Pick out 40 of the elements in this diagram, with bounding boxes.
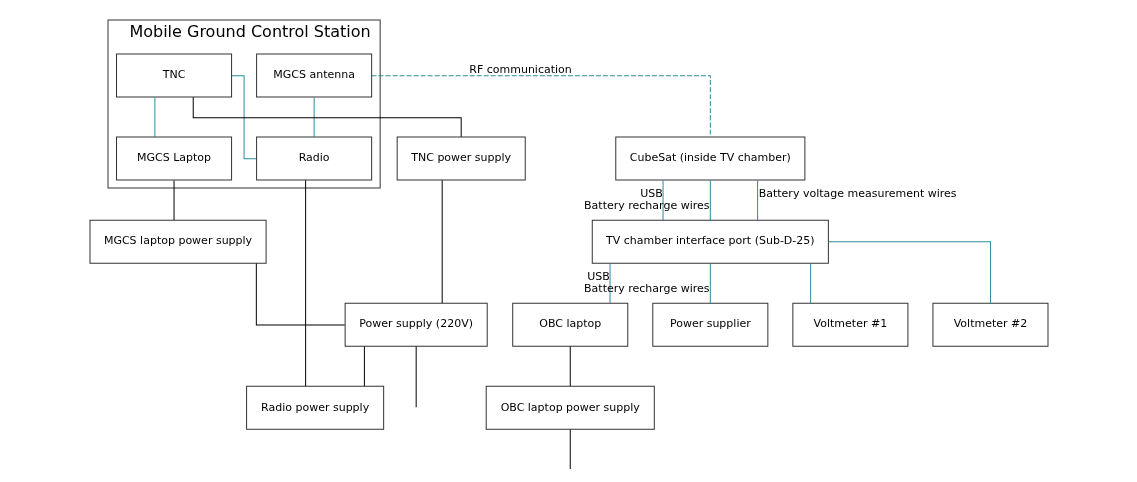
node-box: TNC — [115, 53, 232, 98]
node-box: OBC laptop power supply — [485, 385, 655, 430]
node-box: TV chamber interface port (Sub-D-25) — [591, 219, 829, 264]
node-box: MGCS antenna — [255, 53, 372, 98]
connector — [370, 75, 711, 138]
connector — [709, 262, 711, 304]
connector — [569, 346, 571, 387]
node-box: MGCS laptop power supply — [89, 219, 267, 264]
connector — [441, 179, 443, 304]
edge-label: Battery recharge wires — [583, 198, 710, 212]
connector — [173, 179, 175, 221]
connector — [709, 179, 711, 221]
edge-label: RF communication — [468, 62, 572, 76]
node-box: TNC power supply — [396, 136, 526, 181]
connector — [609, 262, 610, 304]
node-box: Power supply (220V) — [344, 302, 488, 347]
connector — [313, 96, 315, 138]
edge-label: Battery recharge wires — [583, 282, 710, 296]
connector — [255, 263, 345, 326]
edge-label: USB — [586, 270, 610, 284]
connector — [192, 96, 462, 138]
connector — [415, 346, 417, 408]
node-box: Voltmeter #2 — [931, 302, 1048, 347]
connector — [756, 179, 758, 221]
edge-label: Battery voltage measurement wires — [758, 186, 957, 200]
connector — [304, 179, 306, 387]
connector — [569, 428, 571, 470]
edge-label: USB — [639, 186, 663, 200]
node-box: MGCS Laptop — [115, 136, 232, 181]
connector — [363, 346, 365, 387]
connector — [827, 241, 991, 304]
node-box: CubeSat (inside TV chamber) — [614, 136, 805, 181]
connector — [153, 96, 155, 138]
node-box: Radio — [255, 136, 372, 181]
node-box: Voltmeter #1 — [791, 302, 908, 347]
node-box: OBC laptop — [511, 302, 628, 347]
node-box: Radio power supply — [245, 385, 384, 430]
connector — [809, 262, 811, 304]
connector — [662, 179, 664, 221]
node-box: Power supplier — [651, 302, 768, 347]
